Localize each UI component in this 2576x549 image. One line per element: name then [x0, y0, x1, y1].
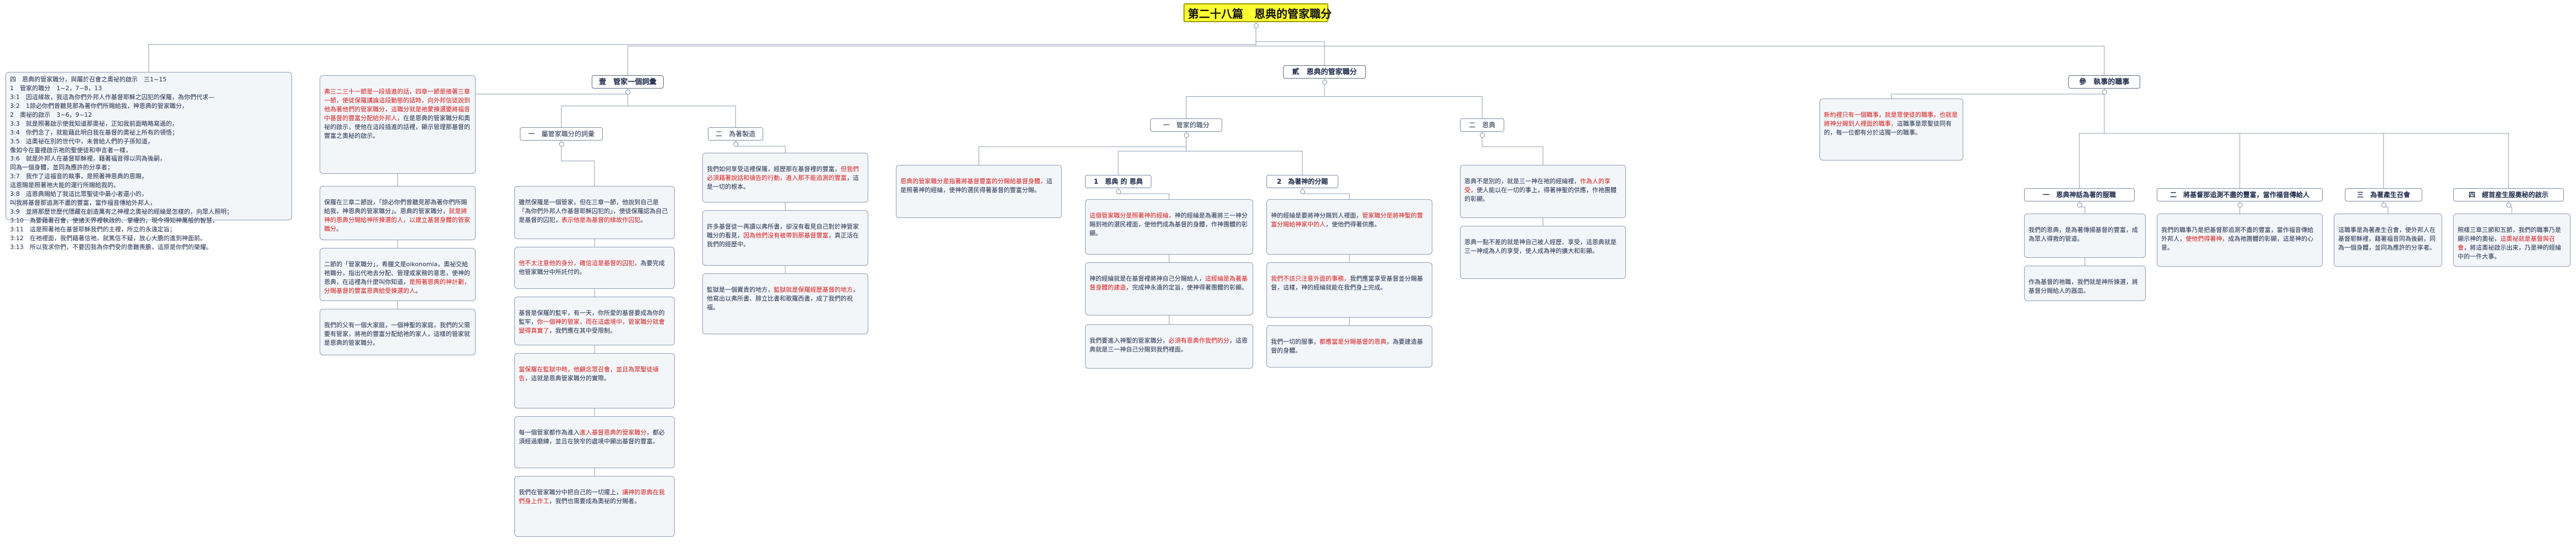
branch-2-sub-b[interactable]: 2 為著神的分賜 [1266, 175, 1338, 188]
collapse-circle-icon[interactable] [1300, 189, 1305, 194]
branch-2-sub-a[interactable]: 1 恩典 的 恩典 [1085, 175, 1151, 188]
collapse-circle-icon[interactable] [1115, 189, 1121, 194]
connector-line [1255, 22, 1325, 65]
collapse-circle-icon[interactable] [625, 90, 630, 95]
branch-1-left-item: 二節的「管家職分」，希臘文是oikonomia，奧祕交給祂職分，指出代祂去分配、… [320, 248, 476, 301]
collapse-circle-icon[interactable] [733, 142, 738, 147]
branch-2-right-label[interactable]: 二 恩典 [1460, 118, 1504, 132]
branch-3-intro: 新約裡只有一個職事，就是眾使徒的職事，也就是將神分賜到人裡面的職事，這職事是眾聖… [1819, 99, 1963, 160]
branch-3-label-1[interactable]: 一 恩典神話為著的服職 [2024, 188, 2135, 201]
connector-line [735, 141, 786, 153]
connector-line [2079, 89, 2105, 188]
branch-3-item: 作為基督的祂職，我們就是神所揀選，將基督分賜給人的器皿。 [2024, 266, 2146, 301]
branch-1-right-item: 監獄是一個寶貴的地方，監獄就是保羅經歷基督的地方，他寫出以弗所書、腓立比書和歌羅… [702, 273, 868, 334]
collapse-circle-icon[interactable] [1322, 80, 1327, 85]
collapse-circle-icon[interactable] [2237, 203, 2243, 208]
branch-2-head[interactable]: 貳 恩典的管家職分 [1283, 65, 1366, 79]
connector-line [1891, 89, 2105, 99]
connector-line [1118, 132, 1187, 175]
root-title[interactable]: 第二十八篇 恩典的管家職分 [1183, 3, 1332, 22]
branch-2-b-item: 我們一切的服事，都應當是分賜基督的恩典，為要建造基督的身體。 [1266, 325, 1432, 367]
branch-2-right-item: 恩典一點不差的就是神自己被人經歷、享受，這恩典就是三一神成為人的享受，使人成為神… [1460, 226, 1626, 279]
branch-3-item: 照樣三章三節和五節，我們的職事乃是顯示神的奧祕，這奧祕就是基督與召會，將這奧祕啟… [2453, 214, 2570, 267]
collapse-circle-icon[interactable] [2506, 203, 2511, 208]
connector-line [1302, 188, 1350, 199]
branch-3-item: 我們的職事乃是把基督那追測不盡的豐富，當作福音傳給外邦人，使他們得著神，成為祂團… [2157, 214, 2323, 267]
connector-line [1482, 132, 1543, 165]
branch-1-left-item: 保羅在三章二節說，「諒必你們曾聽見那為著你們所賜給我，神恩典的管家職分」。恩典的… [320, 186, 476, 240]
branch-2-b-item: 我們不該只注意外面的事務，我們應當享受基督並分賜基督，這樣，神的經綸就能在我們身… [1266, 262, 1432, 318]
branch-3-item: 我們的恩典，是為著傳揚基督的豐富，成為眾人得救的管道。 [2024, 214, 2146, 258]
connector-line [1118, 188, 1170, 199]
connector-line [148, 22, 1256, 72]
collapse-circle-icon[interactable] [2102, 90, 2107, 95]
branch-1-left-item: 他不太注意他的身分，確信這是基督的囚犯，為要完成他管家職分中所託付的。 [514, 247, 675, 289]
branch-1-intro: 弗三二三十一節是一段插進的話，四章一節是接著三章一節，使徒保羅講論這段動態的話時… [320, 75, 476, 174]
collapse-circle-icon[interactable] [1253, 23, 1259, 28]
branch-1-right-item: 我們如何享受這裡保羅，經歷那在基督裡的豐富，但我們必須藉著說話和禱告的行動，進入… [702, 153, 868, 203]
connector-line [561, 141, 595, 186]
branch-3-head[interactable]: 參 執事的職事 [2068, 75, 2140, 89]
connector-line [1324, 79, 1483, 118]
branch-3-label-4[interactable]: 四 經首産生服奧秘的啟示 [2453, 188, 2564, 201]
connector-line [1255, 22, 2105, 75]
connector-line [2104, 89, 2384, 188]
connector-line [1186, 79, 1325, 118]
collapse-circle-icon[interactable] [2077, 203, 2082, 208]
collapse-circle-icon[interactable] [559, 142, 564, 147]
connector-line [2104, 89, 2240, 188]
branch-2-a-item: 神的經綸就是在基督裡將神自己分賜給人，這經綸是為著基督身體的建造，完成神永遠的定… [1085, 262, 1253, 315]
collapse-circle-icon[interactable] [1183, 133, 1189, 138]
branch-1-right-item: 每一個管家都作為進入進入基督恩典的管家職分，都必須經過磨練，並且在狹窄的處境中顯… [514, 416, 675, 468]
collapse-circle-icon[interactable] [1479, 133, 1485, 138]
branch-3-item: 這職事是為著產生召會，使外邦人在基督耶穌裡，藉著福音同為後嗣，同為一個身體，並同… [2334, 214, 2442, 267]
connector-line [2104, 89, 2509, 188]
outline-text: 四 恩典的管家職分，與屬於召會之奧祕的啟示 三1~15 1 管家的職分 1~2，… [6, 72, 292, 251]
branch-2-a-item: 我們要進入神聖的管家職分，必須有恩典作我們的分，這恩典就是三一神自己分賜到我們裡… [1085, 324, 1253, 369]
branch-1-left-item: 我們的父有一個大家庭，一個神聖的家庭，我們的父需要有管家，將祂的豐富分配給祂的家… [320, 309, 476, 355]
branch-2-right-item: 恩典不是別的，就是三一神在祂的經綸裡，作為人的享受，使人能以在一切的事上，得著神… [1460, 165, 1626, 218]
branch-2-left-intro: 恩典的管家職分是指著將基督豐富的分賜給基督身體，這是照著神的經綸，使神的選民得著… [896, 165, 1062, 218]
branch-1-right-label[interactable]: 二 為著製造 [708, 127, 763, 141]
connector-line [978, 132, 1187, 165]
branch-1-right-item: 我們在管家職分中把自己的一切擺上，讓神的恩典在我們身上作工，我們也需要成為奧祕的… [514, 476, 675, 537]
branch-1-right-item: 許多基督徒一再讀以弗所書，卻沒有看見自己對於神管家職分的看見，因為他們沒有被帶到… [702, 210, 868, 266]
connector-line [1186, 132, 1303, 175]
branch-2-left-label[interactable]: 一 管家的職分 [1150, 118, 1222, 132]
connector-line [627, 22, 1256, 75]
branch-3-label-3[interactable]: 三 為著產生召會 [2345, 188, 2422, 201]
branch-1-left-item: 雖然保羅是一個管家，但在三章一節，他說到自己是「為你們外邦人作基督耶穌囚犯的」，… [514, 186, 675, 239]
collapse-circle-icon[interactable] [2381, 203, 2386, 208]
branch-2-b-item: 神的經綸是要將神分賜到人裡面，管家職分是將神聖的豐富分賜給神家中的人，使他們得著… [1266, 199, 1432, 255]
branch-1-right-item: 基督是保羅的監牢，有一天，你所愛的基督要成為你的監牢，你一個神的管家，而在這處境… [514, 297, 675, 345]
branch-2-a-item: 這個管家職分是照著神的經綸，神的經綸是為著將三一神分賜到祂的選民裡面，使他們成為… [1085, 199, 1253, 255]
connector-line [627, 89, 736, 127]
branch-1-right-item: 當保羅在監獄中時，他顧念眾召會，並且為眾聖徒禱告，這就是恩典管家職分的實際。 [514, 353, 675, 408]
branch-1-head[interactable]: 壹 管家一個詞彙 [592, 75, 664, 89]
branch-1-left-label[interactable]: 一 屬管家職分的詞彙 [520, 127, 603, 141]
branch-3-label-2[interactable]: 二 將基督那追測不盡的豐富，當作福音傳給人 [2157, 188, 2323, 201]
